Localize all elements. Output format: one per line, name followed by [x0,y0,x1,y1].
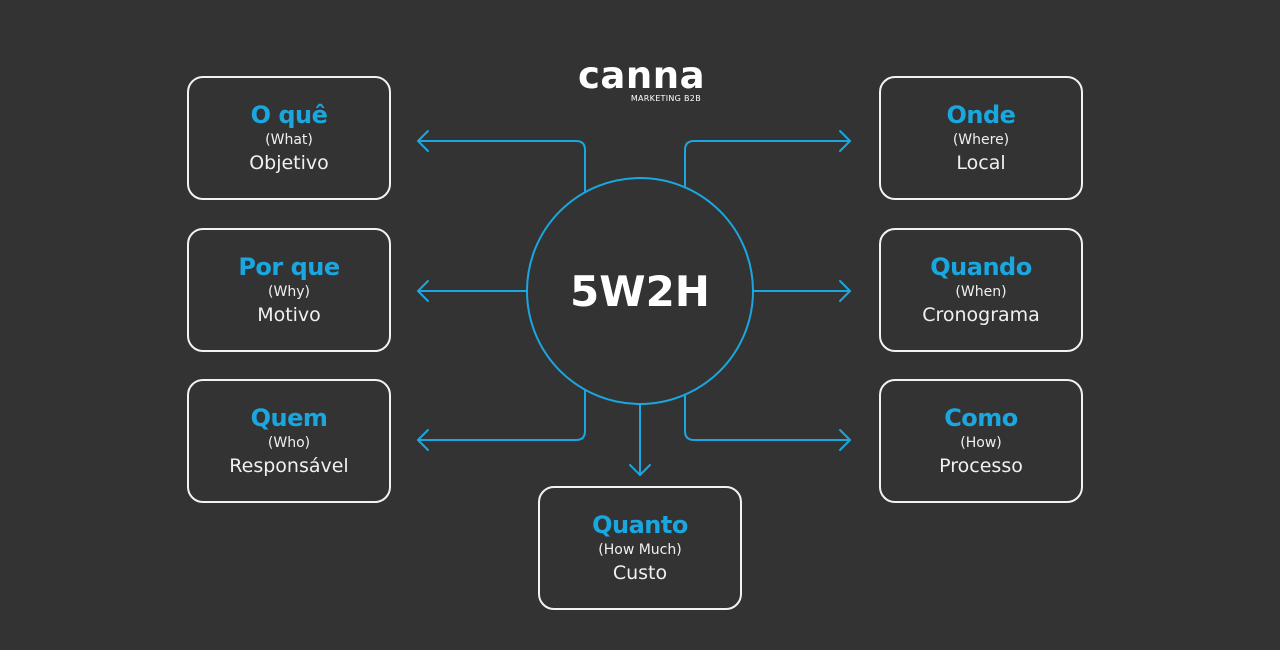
box-english: (How) [960,435,1002,451]
box-title: Quando [930,253,1032,281]
arrowhead-who [417,429,429,451]
connector-where [684,140,851,187]
box-where: Onde (Where) Local [879,76,1083,200]
box-when: Quando (When) Cronograma [879,228,1083,352]
canna-logo: canna MARKETING B2B [578,54,706,103]
box-english: (What) [265,132,313,148]
box-english: (Who) [267,435,311,451]
logo-wordmark: canna [578,54,706,97]
box-meaning: Objetivo [249,152,329,174]
box-title: Quanto [592,511,688,539]
arrowhead-where [839,130,851,152]
box-title: Onde [946,101,1016,129]
box-english: (When) [955,284,1007,300]
logo-tagline: MARKETING B2B [630,94,701,103]
box-english: (Where) [952,132,1010,148]
box-why: Por que (Why) Motivo [187,228,391,352]
arrowhead-when [839,280,851,302]
box-title: Por que [238,253,340,281]
box-english: (Why) [268,284,310,300]
connector-how [684,394,851,441]
box-how-much: Quanto (How Much) Custo [538,486,742,610]
arrowhead-how [839,429,851,451]
box-title: Como [944,404,1018,432]
box-meaning: Responsável [229,455,349,477]
box-meaning: Custo [612,562,668,584]
box-what: O quê (What) Objetivo [187,76,391,200]
box-meaning: Cronograma [922,304,1040,326]
arrowhead-what [417,130,429,152]
connector-who [417,389,586,441]
box-meaning: Motivo [257,304,321,326]
box-meaning: Local [956,152,1006,174]
arrowhead-why [417,280,429,302]
arrowhead-how-much [629,464,651,476]
box-title: O quê [250,101,328,129]
center-title: 5W2H [570,266,710,316]
box-english: (How Much) [598,542,682,558]
connector-what [417,140,586,192]
box-who: Quem (Who) Responsável [187,379,391,503]
box-meaning: Processo [939,455,1023,477]
box-title: Quem [250,404,328,432]
box-how: Como (How) Processo [879,379,1083,503]
